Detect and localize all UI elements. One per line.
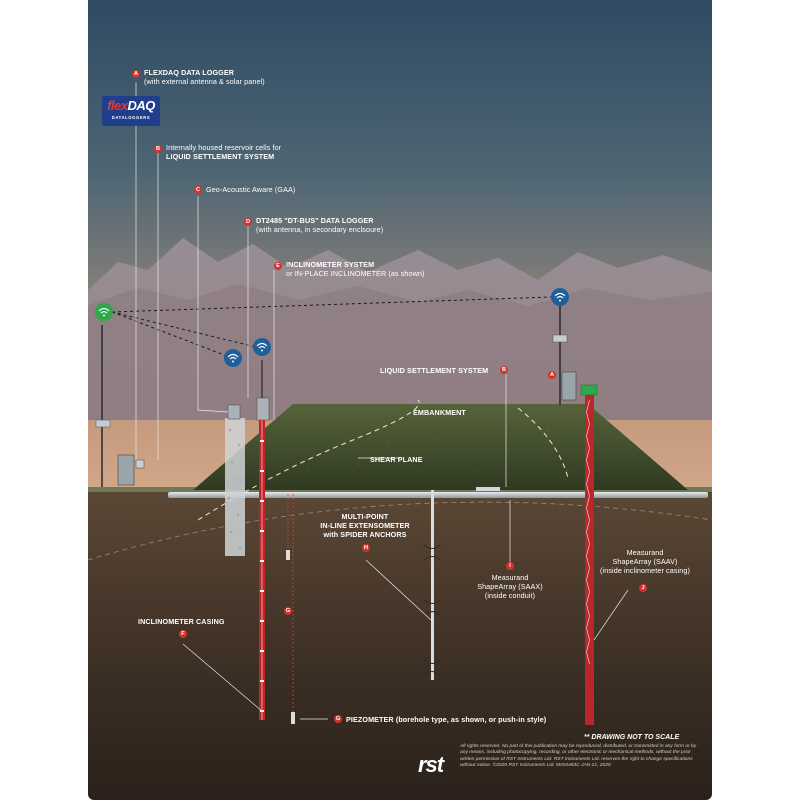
solar-panel-icon (95, 419, 111, 428)
badge-d: D (244, 218, 252, 226)
label-d: DT2485 "DT-BUS" DATA LOGGER (with antenn… (256, 216, 383, 234)
piezometer-upper (286, 550, 290, 560)
label-saax-3: (inside conduit) (484, 591, 536, 600)
label-shear-plane: SHEAR PLANE (370, 455, 423, 464)
wifi-icon-green (95, 303, 113, 321)
label-saav-1: Measurand (626, 548, 664, 557)
badge-a: A (132, 70, 140, 78)
label-saax-2: ShapeArray (SAAX) (477, 582, 543, 591)
gaa-borehole (225, 418, 245, 556)
label-embankment-text: EMBANKMENT (413, 408, 466, 417)
label-embankment: EMBANKMENT (413, 408, 466, 417)
badge-g-2: G (334, 715, 342, 723)
label-piezometer-text: PIEZOMETER (borehole type, as shown, or … (346, 715, 547, 724)
saav-cap (580, 384, 598, 396)
label-e-line1: INCLINOMETER SYSTEM (286, 260, 375, 269)
embankment-texture (307, 414, 569, 471)
logo-suffix: DAQ (127, 98, 156, 113)
solar-panel-icon-right (552, 334, 568, 343)
label-incl-casing-text: INCLINOMETER CASING (138, 617, 225, 626)
label-liquid-settlement-text: LIQUID SETTLEMENT SYSTEM (380, 366, 489, 375)
label-a-sub: (with external antenna & solar panel) (144, 77, 265, 86)
badge-a-2: A (548, 371, 556, 379)
label-saav: Measurand ShapeArray (SAAV) (inside incl… (590, 548, 700, 575)
label-a: FLEXDAQ DATA LOGGER (with external anten… (144, 68, 265, 86)
label-d-sub: (with antenna, in secondary enclsoure) (256, 225, 384, 234)
badge-f: F (179, 630, 187, 638)
saav-casing (585, 395, 594, 725)
enclosure-icon (117, 454, 135, 486)
label-mp-3: with SPIDER ANCHORS (323, 530, 407, 539)
label-saav-3: (inside inclinometer casing) (600, 566, 690, 575)
badge-j: J (639, 584, 647, 592)
label-b-line1: Internally housed reservoir cells for (166, 143, 282, 152)
label-saax: Measurand ShapeArray (SAAX) (inside cond… (460, 573, 560, 600)
ground (88, 490, 712, 800)
logo-subtitle: DATALOGGERS (111, 115, 151, 120)
label-e-line2: or IN-PLACE INCLINOMETER (as shown) (286, 269, 425, 278)
spider-anchor-icon (423, 544, 441, 676)
label-saav-2: ShapeArray (SAAV) (612, 557, 678, 566)
not-to-scale-note: ** DRAWING NOT TO SCALE (584, 734, 680, 741)
dt-bus-enclosure (256, 397, 270, 421)
wifi-icon-blue-2 (253, 338, 271, 356)
wifi-icon-blue-3 (551, 288, 569, 306)
badge-c: C (194, 186, 202, 194)
label-d-title: DT2485 "DT-BUS" DATA LOGGER (256, 216, 374, 225)
wifi-icon-blue-1 (224, 349, 242, 367)
flexdaq-logo: flexDAQ DATALOGGERS (102, 96, 160, 126)
rst-logo: rst (418, 752, 444, 777)
badge-h: H (362, 544, 370, 552)
label-mp-1: MULTI-POINT (341, 512, 389, 521)
badge-e: E (274, 262, 282, 270)
label-multipoint: MULTI-POINT IN-LINE EXTENSOMETER with SP… (310, 512, 420, 539)
shear-plane-line-right (517, 407, 569, 479)
wireless-links (111, 296, 552, 359)
extensometer-rod (431, 490, 434, 680)
piezometer-lower (291, 712, 295, 724)
enclosure-icon-right (561, 371, 577, 401)
label-shear-plane-text: SHEAR PLANE (370, 455, 423, 464)
copyright-text: All rights reserved. No part of this pub… (460, 744, 697, 769)
label-saax-1: Measurand (491, 573, 529, 582)
badge-b-2: B (500, 366, 508, 374)
instrumentation-poster: flexDAQ DATALOGGERS A FLEXDAQ DATA LOGGE… (88, 0, 712, 800)
label-piezometer: PIEZOMETER (borehole type, as shown, or … (346, 715, 546, 724)
badge-g-1: G (284, 607, 292, 615)
logo-prefix: flex (107, 98, 128, 113)
label-b: Internally housed reservoir cells for LI… (166, 143, 281, 161)
label-c: Geo-Acoustic Aware (GAA) (206, 185, 296, 194)
label-a-title: FLEXDAQ DATA LOGGER (144, 68, 235, 77)
label-e: INCLINOMETER SYSTEM or IN-PLACE INCLINOM… (286, 260, 425, 278)
label-incl-casing: INCLINOMETER CASING (138, 617, 225, 626)
embankment (193, 404, 688, 490)
mountain-range-front (88, 284, 712, 420)
conduit-pipe (168, 492, 708, 498)
label-b-line2: LIQUID SETTLEMENT SYSTEM (166, 152, 275, 161)
diagram-scene (88, 0, 712, 800)
label-liquid-settlement: LIQUID SETTLEMENT SYSTEM (380, 366, 488, 375)
badge-b: B (154, 145, 162, 153)
label-mp-2: IN-LINE EXTENSOMETER (320, 521, 410, 530)
badge-i: I (506, 562, 514, 570)
